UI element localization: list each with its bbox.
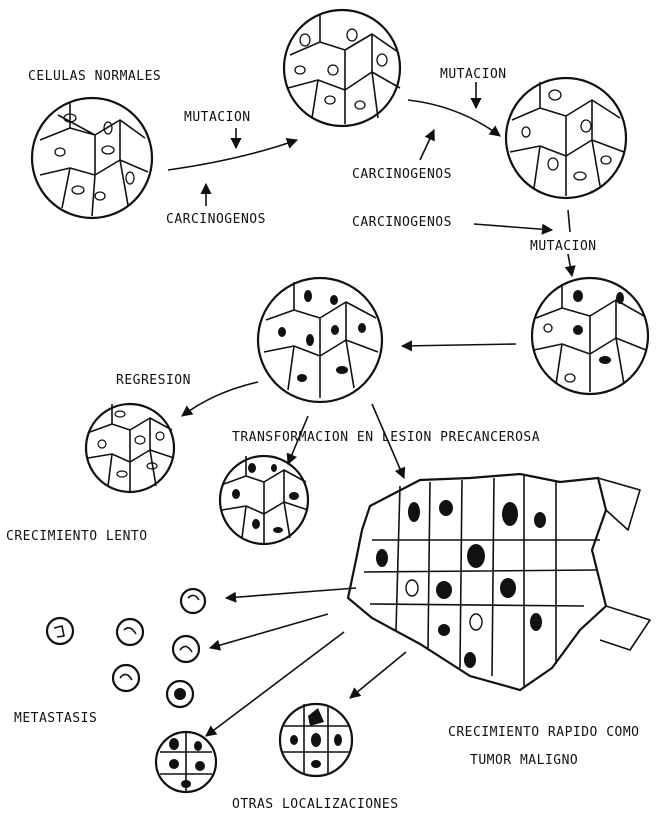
label-carcinogens-1: CARCINOGENOS	[166, 212, 266, 227]
label-mutation-1: MUTACION	[184, 110, 251, 125]
first-mutation-cell-cluster	[284, 10, 400, 126]
label-other-sites: OTRAS LOCALIZACIONES	[232, 797, 399, 812]
slow-growth-cell-cluster	[220, 456, 308, 544]
label-carcinogens-2: CARCINOGENOS	[352, 167, 452, 182]
label-metastasis: METASTASIS	[14, 711, 97, 726]
label-mutation-2: MUTACION	[440, 67, 507, 82]
label-carcinogens-3: CARCINOGENOS	[352, 215, 452, 230]
normal-cell-cluster	[32, 98, 152, 218]
label-transformation: TRANSFORMACION EN LESION PRECANCEROSA	[232, 430, 540, 445]
label-regression: REGRESION	[116, 373, 191, 388]
second-mutation-cell-cluster	[506, 78, 626, 198]
label-normal-cells: CELULAS NORMALES	[28, 69, 161, 84]
label-slow-growth: CRECIMIENTO LENTO	[6, 529, 148, 544]
distant-site-cluster-left	[156, 732, 216, 792]
third-mutation-cell-cluster	[532, 278, 648, 394]
regressing-cell-cluster	[86, 404, 174, 492]
label-malignant-line-2: TUMOR MALIGNO	[470, 753, 578, 768]
distant-site-cluster-right	[280, 704, 352, 776]
malignant-tumor-mass	[348, 474, 650, 690]
metastasis-cells	[47, 589, 205, 707]
label-mutation-3: MUTACION	[530, 239, 597, 254]
label-malignant-line-1: CRECIMIENTO RAPIDO COMO	[448, 725, 640, 740]
precancerous-lesion-cluster	[258, 278, 382, 402]
